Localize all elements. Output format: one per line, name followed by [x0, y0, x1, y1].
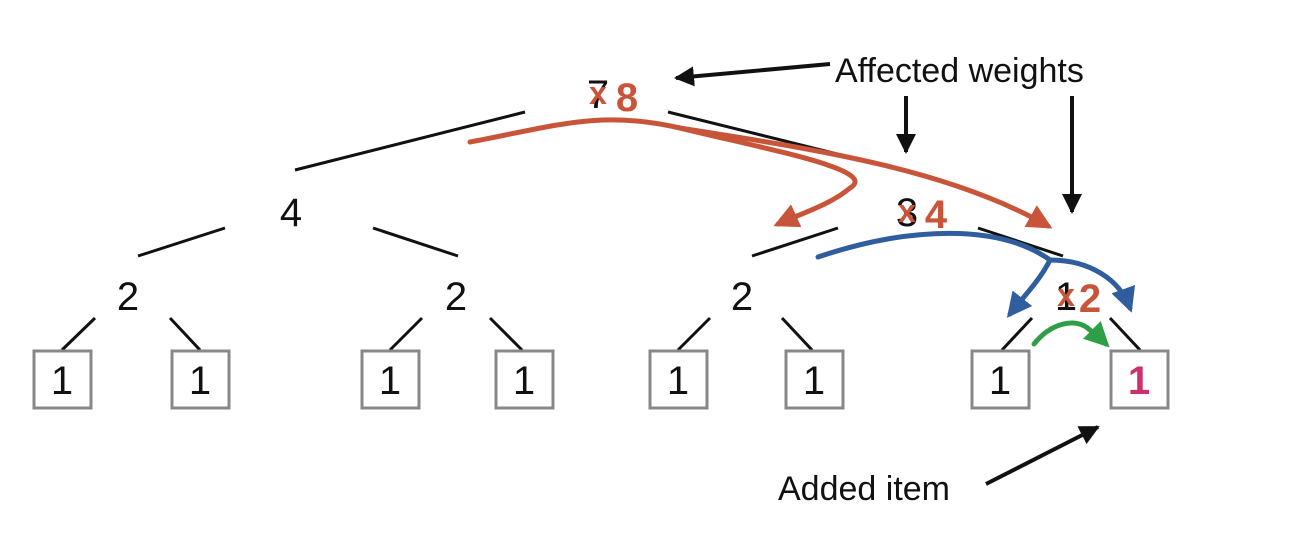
blue-arrow-to-added — [1047, 257, 1136, 313]
red-arrow-to-rr — [677, 125, 1053, 229]
update-path-curves — [467, 117, 1136, 348]
rr-new-weight: 2 — [1079, 277, 1101, 321]
leaf-box-4 — [494, 349, 555, 410]
leaves: 1 1 1 1 1 1 1 1 — [32, 349, 1170, 410]
edge-root-left — [294, 110, 526, 172]
green-arrow-to-added — [1031, 320, 1110, 348]
edge-lr-leaf3 — [388, 316, 424, 352]
right-cross-mark: x — [898, 193, 916, 229]
lr-weight: 2 — [445, 275, 467, 319]
root-new-weight: 8 — [616, 76, 638, 120]
edge-rl-leaf6 — [780, 316, 814, 352]
edge-right-rl — [751, 226, 839, 258]
leaf-value-5: 1 — [667, 359, 689, 403]
rr-cross-mark: x — [1057, 277, 1075, 313]
edge-rl-leaf5 — [676, 316, 712, 352]
leaf-value-3: 1 — [379, 359, 401, 403]
edge-left-ll — [137, 226, 226, 258]
edge-lr-leaf4 — [488, 316, 524, 352]
leaf-box-1 — [32, 349, 93, 410]
edge-ll-leaf2 — [168, 316, 202, 352]
root-old-weight: 7 — [587, 73, 609, 117]
ll-weight: 2 — [117, 275, 139, 319]
edge-ll-leaf1 — [60, 316, 97, 352]
rr-old-weight: 1 — [1055, 275, 1077, 319]
affected-weights-label: Affected weights — [835, 52, 1084, 90]
leaf-box-added — [1109, 349, 1170, 410]
tree-edges — [60, 110, 1142, 352]
leaf-value-added: 1 — [1128, 359, 1150, 403]
leaf-value-6: 1 — [803, 359, 825, 403]
leaf-box-2 — [170, 349, 231, 410]
right-new-weight: 4 — [925, 193, 948, 237]
leaf-value-4: 1 — [513, 359, 535, 403]
added-item-label: Added item — [778, 470, 950, 508]
edge-rr-leaf8 — [1108, 316, 1142, 352]
rl-weight: 2 — [731, 275, 753, 319]
edge-rr-leaf7 — [1000, 316, 1034, 352]
leaf-value-2: 1 — [189, 359, 211, 403]
leaf-value-1: 1 — [51, 359, 73, 403]
leaf-box-5 — [648, 349, 709, 410]
edge-left-lr — [372, 226, 459, 258]
annotations: Affected weights Added item — [674, 52, 1100, 508]
internal-nodes: 7 x 8 4 3 x 4 2 2 2 1 x 2 — [117, 73, 1101, 321]
leaf-value-7: 1 — [989, 359, 1011, 403]
blue-arrow-to-leaf7 — [815, 230, 1054, 318]
root-cross-mark: x — [589, 75, 607, 111]
leaf-box-3 — [360, 349, 421, 410]
pointer-to-added-leaf — [985, 425, 1100, 486]
leaf-box-6 — [784, 349, 845, 410]
pointer-to-root — [674, 62, 831, 87]
right-old-weight: 3 — [896, 191, 918, 235]
red-arrow-to-rl — [467, 117, 858, 228]
leaf-box-7 — [970, 349, 1031, 410]
left-weight: 4 — [280, 191, 302, 235]
